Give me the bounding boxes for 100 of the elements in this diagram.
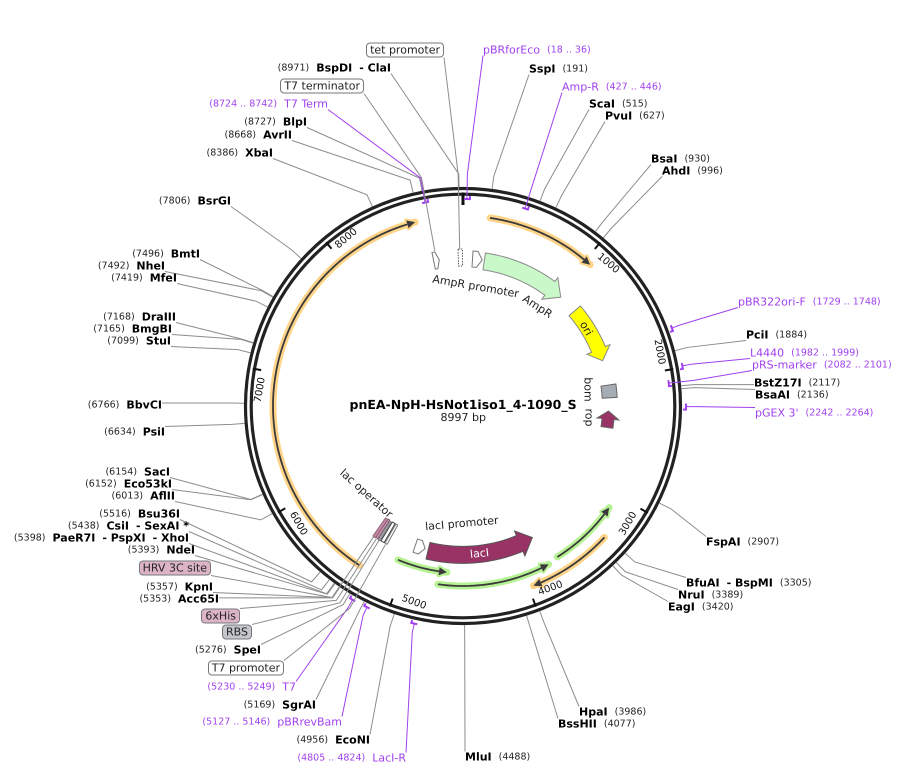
leader-line (296, 599, 354, 682)
enzyme-name: KpnI (184, 582, 213, 592)
tick-label: 2000 (652, 338, 666, 366)
site-position: (7168) (103, 312, 135, 322)
enzyme-name: BmgBI (132, 324, 172, 334)
leader-line (539, 610, 580, 707)
enzyme-name: PvuI (605, 110, 632, 122)
feature-tag: 6xHis (201, 608, 240, 624)
primer-position: (2082 .. 2101) (824, 360, 892, 370)
leader-line (466, 55, 484, 200)
site-position: (5516) (99, 508, 131, 520)
primer-name: T7 Term (284, 98, 328, 110)
leader-line (172, 489, 264, 500)
primer-name: L4440 (750, 348, 784, 358)
feature-label: ori (576, 318, 596, 338)
site-position: (7419) (111, 272, 143, 284)
primer-name: pGEX 3' (755, 408, 799, 418)
primer-name: LacI-R (372, 752, 406, 764)
leader-line (316, 600, 365, 700)
leader-line (210, 536, 374, 598)
feature-label: rop (582, 408, 596, 426)
primer-position: (427 .. 446) (606, 82, 662, 92)
leader-line (170, 346, 252, 354)
enzyme-name: MluI (465, 752, 492, 762)
primer-position: (8724 .. 8742) (209, 98, 278, 110)
enzyme-name: BsrGI (198, 196, 231, 206)
site-position: (2136) (796, 390, 829, 400)
enzyme-name: BsaAI (755, 390, 790, 400)
enzyme-name: MfeI (150, 272, 177, 284)
site-position: (5438) (68, 520, 100, 532)
site-position: (5169) (244, 700, 276, 710)
enzyme-name: NheI (136, 260, 165, 272)
site-position: (5393) (128, 544, 160, 556)
primer-position: (2242 .. 2264) (806, 408, 874, 418)
leader-line (200, 259, 274, 298)
enzyme-name: StuI (146, 336, 171, 346)
leader-line (390, 73, 460, 188)
feature-band (430, 250, 440, 270)
leader-line (555, 121, 606, 208)
leader-line (188, 531, 330, 590)
feature-label: lacI promoter (424, 514, 500, 534)
enzyme-name: BsaI (651, 154, 678, 164)
enzyme-name: SpeI (234, 644, 261, 656)
leader-line (602, 176, 662, 238)
site-position: (6766) (88, 400, 120, 410)
site-position: (515) (622, 98, 648, 110)
site-position: (3389) (712, 590, 744, 600)
enzyme-name: BfuAI (686, 578, 720, 588)
site-position: (191) (562, 64, 588, 74)
site-position: (2907) (748, 536, 780, 548)
leader-line (342, 606, 368, 717)
site-position: (5353) (139, 594, 172, 604)
enzyme-name: BlpI (282, 116, 307, 128)
primer-name: pBRrevBam (277, 716, 342, 728)
leader-line (164, 271, 274, 298)
site-position: (7165) (93, 324, 125, 334)
enzyme-name: PaeR7I (52, 532, 96, 544)
site-position: (5357) (146, 582, 178, 592)
enzyme-name: AvrII (263, 130, 292, 140)
site-position: (8727) (244, 116, 276, 128)
primer-position: (1729 .. 1748) (812, 296, 881, 308)
site-position: (4077) (604, 718, 636, 730)
leader-line (364, 93, 436, 252)
leader-line (671, 307, 738, 329)
tick-label: 6000 (287, 510, 308, 538)
leader-line (492, 74, 530, 190)
primer-name: pBRforEco (483, 44, 540, 56)
site-position: (3305) (780, 578, 812, 588)
leader-line (524, 92, 562, 210)
enzyme-name: XbaI (245, 148, 273, 158)
leader-line (176, 283, 268, 308)
enzyme-name: - SexAI * (136, 520, 189, 532)
site-position: (3420) (702, 602, 734, 612)
enzyme-name: BmtI (170, 248, 200, 260)
leader-line (540, 109, 590, 202)
enzyme-name: ScaI (589, 98, 615, 110)
tick-label: 7000 (254, 376, 268, 404)
feature-tag: RBS (222, 624, 252, 640)
site-position: (5398) (14, 532, 46, 544)
feature-tag: tet promoter (366, 42, 444, 58)
site-position: (7496) (132, 248, 164, 260)
enzyme-name: NruI (678, 590, 705, 600)
leader-line (306, 127, 422, 192)
feature-tag: HRV 3C site (138, 560, 211, 576)
enzyme-name: CsiI (106, 520, 129, 532)
enzyme-name: DraIII (142, 312, 176, 322)
leader-line (624, 552, 686, 578)
feature-tag: T7 terminator (280, 78, 364, 94)
primer-position: (1982 .. 1999) (791, 348, 859, 358)
leader-line (612, 565, 668, 602)
feature-bar (384, 523, 398, 546)
site-position: (1884) (775, 330, 808, 340)
leader-line (240, 538, 377, 609)
leader-line (194, 555, 336, 595)
enzyme-name: Eco53kI (124, 478, 172, 490)
leader-line (526, 615, 558, 719)
enzyme-name: SgrAI (282, 700, 316, 710)
enzyme-name: Acc65I (178, 594, 219, 604)
primer-position: (4805 .. 4824) (297, 752, 366, 764)
site-position: (5276) (195, 644, 227, 656)
